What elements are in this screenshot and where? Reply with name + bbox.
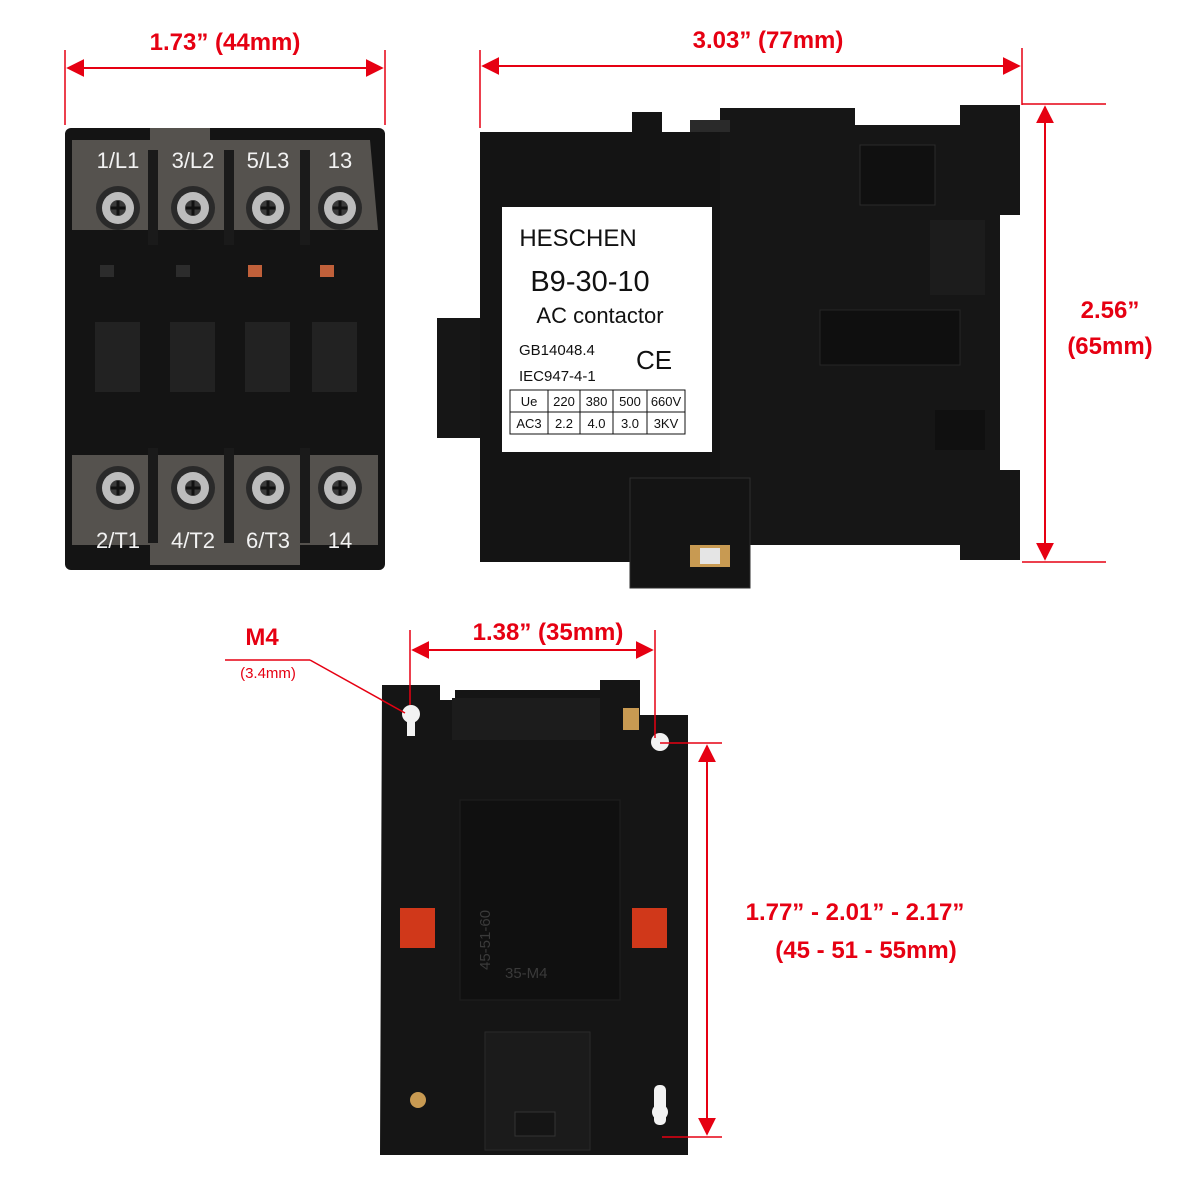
nameplate-type: AC contactor <box>536 303 663 328</box>
terminal-label-13: 13 <box>328 148 352 173</box>
mount-range-dimension: 1.77” - 2.01” - 2.17” (45 - 51 - 55mm) <box>660 742 965 1138</box>
front-view: 1/L1 3/L2 5/L3 13 2/T1 4/T2 6/T3 14 <box>65 128 385 570</box>
terminal-label-t3: 6/T3 <box>246 528 290 553</box>
screw-icon <box>246 466 290 510</box>
screw-icon <box>318 186 362 230</box>
spec-table-cell: 220 <box>553 394 575 409</box>
screw-icon <box>96 466 140 510</box>
spec-table-cell: 2.2 <box>555 416 573 431</box>
depth-label: 3.03” (77mm) <box>693 27 844 54</box>
side-view: HESCHEN B9-30-10 AC contactor GB14048.4 … <box>437 105 1020 589</box>
screw-icon <box>246 186 290 230</box>
terminal-label-t1: 2/T1 <box>96 528 140 553</box>
terminal-labels-bottom: 2/T1 4/T2 6/T3 14 <box>96 528 352 553</box>
hole-spacing-dimension: 1.38” (35mm) <box>409 619 656 738</box>
terminal-label-t2: 4/T2 <box>171 528 215 553</box>
spec-table-cell: 500 <box>619 394 641 409</box>
nameplate-model: B9-30-10 <box>530 266 649 298</box>
spec-table-cell: 380 <box>586 394 608 409</box>
spec-table-cell: Ue <box>521 394 538 409</box>
back-view: 45-51-60 35-M4 <box>380 680 688 1155</box>
spec-table-cell: 4.0 <box>587 416 605 431</box>
nameplate-brand: HESCHEN <box>519 225 636 252</box>
screw-icon <box>96 186 140 230</box>
screw-callout: M4 (3.4mm) <box>225 624 406 714</box>
nameplate-std2: IEC947-4-1 <box>519 368 596 385</box>
nameplate: HESCHEN B9-30-10 AC contactor GB14048.4 … <box>502 207 712 452</box>
height-dimension: 2.56” (65mm) <box>1022 103 1153 563</box>
embossed-vertical-text: 45-51-60 <box>477 910 494 970</box>
spec-table-cell: 660V <box>651 394 682 409</box>
width-dimension: 1.73” (44mm) <box>64 29 386 125</box>
depth-dimension: 3.03” (77mm) <box>479 27 1023 128</box>
screw-icon <box>171 466 215 510</box>
terminal-label-14: 14 <box>328 528 352 553</box>
terminal-labels-top: 1/L1 3/L2 5/L3 13 <box>97 148 353 173</box>
terminal-label-l3: 5/L3 <box>247 148 290 173</box>
terminal-screws <box>96 186 362 510</box>
screw-dia-label: (3.4mm) <box>240 665 296 682</box>
mount-range-label-mm: (45 - 51 - 55mm) <box>775 937 956 964</box>
terminal-label-l2: 3/L2 <box>172 148 215 173</box>
screw-icon <box>318 466 362 510</box>
terminal-label-l1: 1/L1 <box>97 148 140 173</box>
hole-spacing-label: 1.38” (35mm) <box>473 619 624 646</box>
spec-table-cell: 3KV <box>654 416 679 431</box>
nameplate-std1: GB14048.4 <box>519 342 595 359</box>
embossed-horizontal-text: 35-M4 <box>505 965 548 982</box>
mount-range-label-in: 1.77” - 2.01” - 2.17” <box>746 899 965 926</box>
width-label: 1.73” (44mm) <box>150 29 301 56</box>
spec-table-cell: 3.0 <box>621 416 639 431</box>
screw-size-label: M4 <box>245 624 279 651</box>
height-label-mm: (65mm) <box>1067 333 1152 360</box>
screw-icon <box>171 186 215 230</box>
spec-table: Ue 220 380 500 660V AC3 2.2 4.0 3.0 3KV <box>509 389 686 435</box>
height-label-in: 2.56” <box>1081 297 1140 324</box>
ce-mark: CE <box>636 345 672 375</box>
spec-table-cell: AC3 <box>516 416 541 431</box>
